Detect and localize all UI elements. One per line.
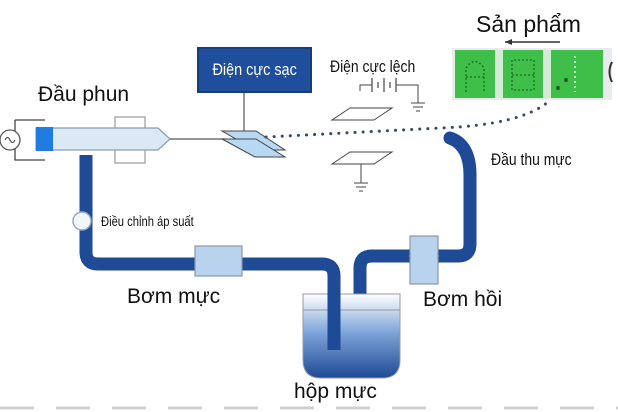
ink-tank-label: hộp mực (294, 380, 377, 403)
deflection-electrode-icon (330, 78, 425, 192)
ink-pump-icon[interactable] (194, 245, 243, 277)
charge-electrode-icon (220, 130, 287, 158)
pressure-regulator-label: Điều chỉnh áp suất (101, 213, 194, 229)
ink-tank (302, 276, 401, 379)
gutter-label: Đầu thu mực (491, 150, 572, 169)
charge-electrode-label: Điện cực sạc (212, 60, 297, 79)
nozzle-assembly[interactable] (0, 116, 225, 164)
product-panel (452, 48, 613, 100)
deflection-electrode-label: Điện cực lệch (330, 57, 416, 76)
ink-pump-label: Bơm mực (127, 285, 221, 308)
product-label: Sản phẩm (476, 11, 581, 37)
ink-droplet-path (264, 100, 550, 139)
nozzle-label: Đầu phun (38, 83, 130, 106)
return-pump-icon[interactable] (409, 235, 439, 285)
return-pump-label: Bơm hồi (423, 288, 503, 311)
pressure-regulator-icon[interactable] (72, 211, 92, 231)
charge-electrode-box[interactable]: Điện cực sạc (197, 47, 312, 93)
return-pipe (353, 131, 477, 307)
